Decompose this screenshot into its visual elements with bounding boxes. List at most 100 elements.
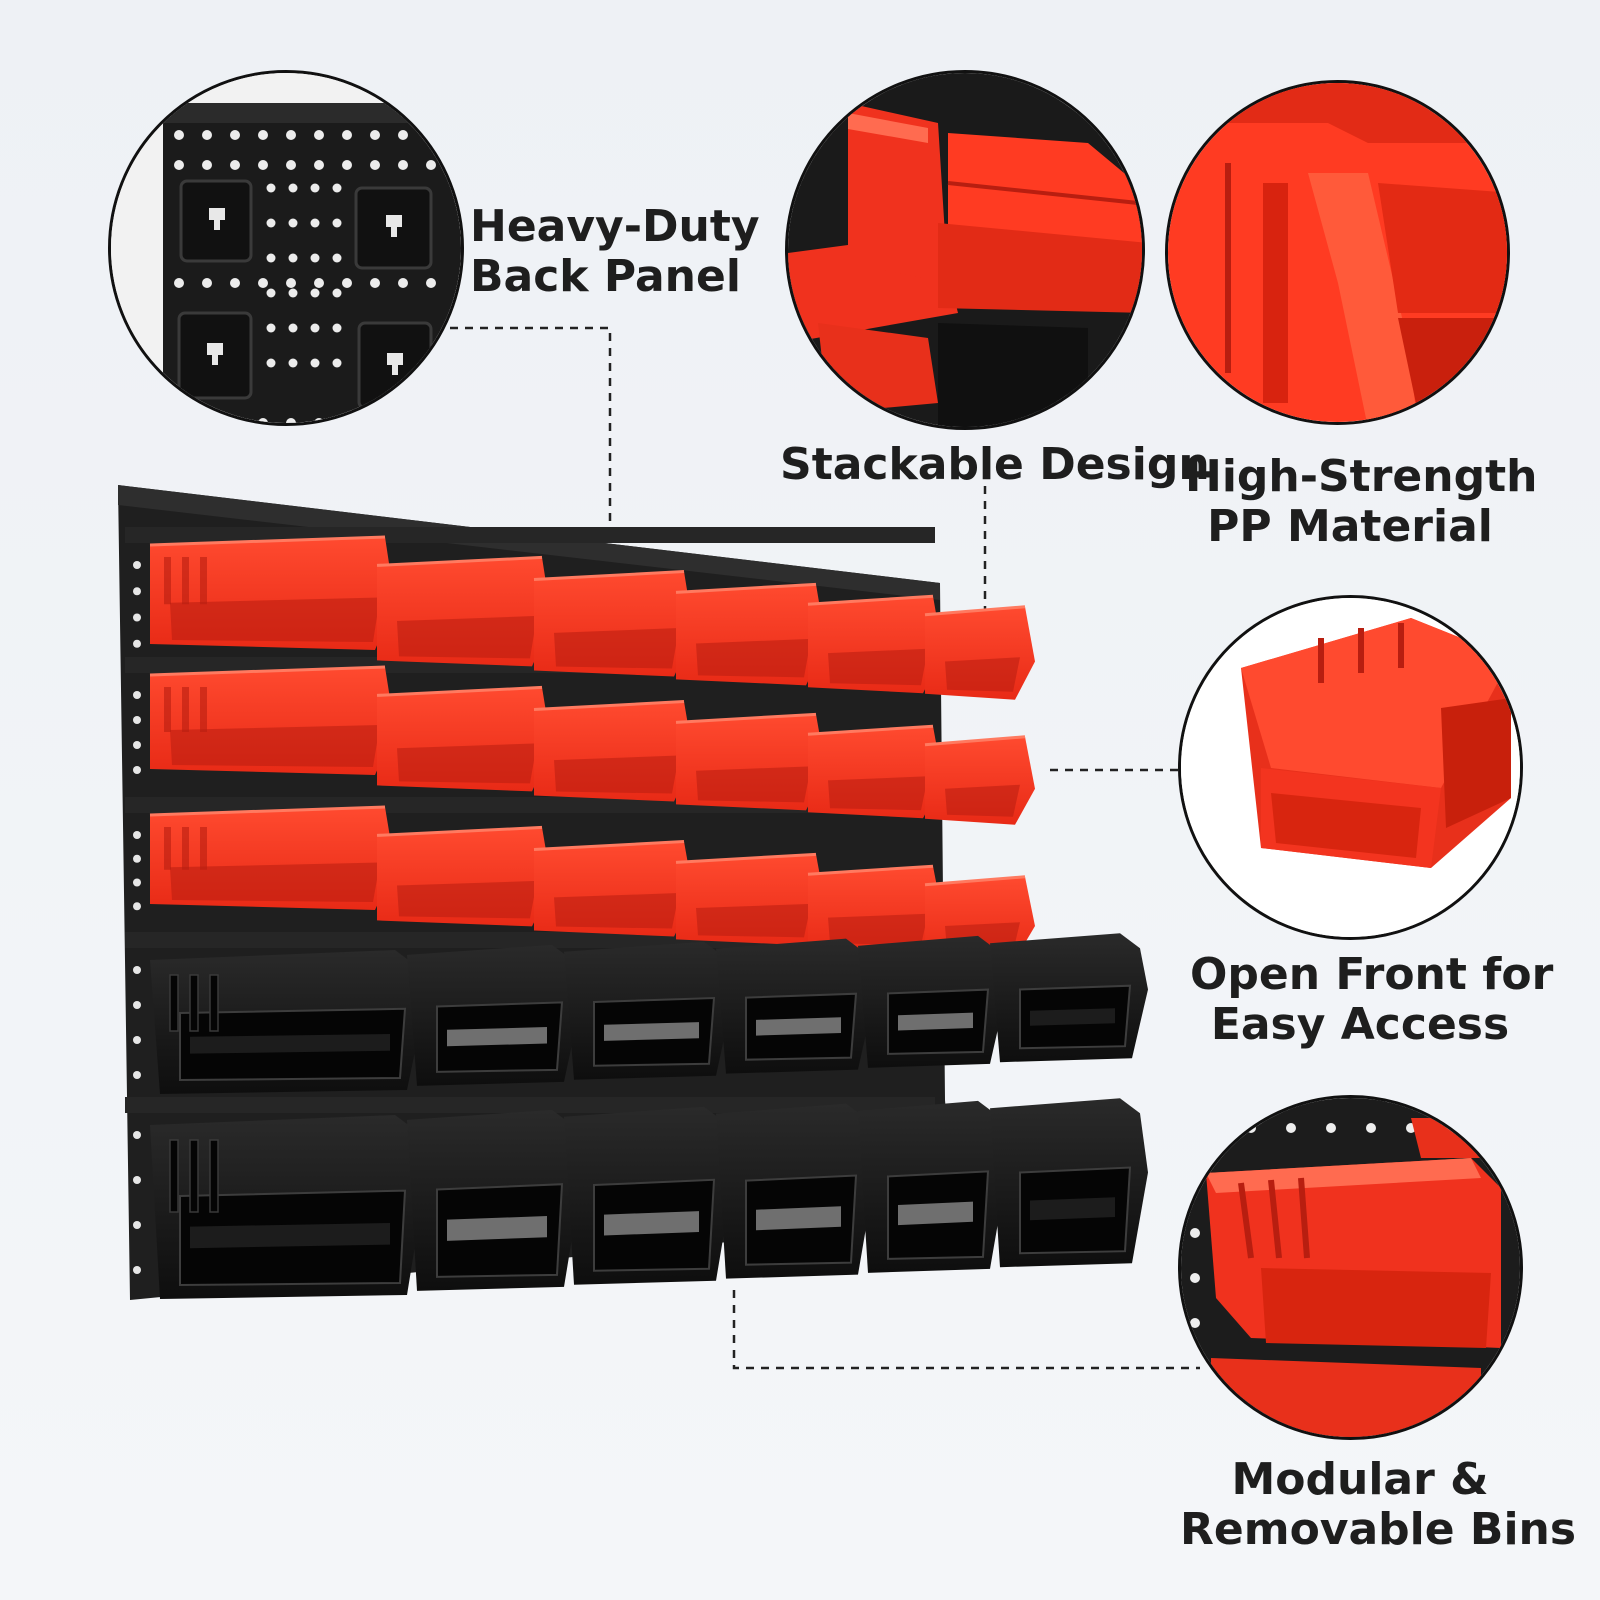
panel-hole bbox=[398, 418, 408, 423]
red-bin-front bbox=[170, 597, 380, 642]
red-bin bbox=[924, 605, 1035, 700]
red-bin-front bbox=[170, 725, 380, 767]
panel-hole bbox=[370, 418, 380, 423]
panel-hole bbox=[133, 1221, 141, 1229]
detail-circle-stackable bbox=[785, 70, 1145, 430]
black-bin-rib bbox=[169, 1139, 179, 1213]
panel-hole bbox=[230, 160, 240, 170]
black-bin bbox=[716, 1103, 874, 1279]
red-bin bbox=[149, 665, 395, 775]
detail-circle-modular bbox=[1178, 1095, 1523, 1440]
panel-hole bbox=[258, 130, 268, 140]
panel-hole bbox=[370, 278, 380, 288]
black-bin-label-window bbox=[756, 1017, 841, 1036]
label-open-front-line2: Easy Access bbox=[1210, 999, 1510, 1050]
panel-hole bbox=[310, 323, 320, 333]
black-bin-label-window bbox=[447, 1027, 547, 1047]
panel-hole bbox=[370, 160, 380, 170]
panel-hole bbox=[133, 831, 141, 839]
panel-hole bbox=[133, 1036, 141, 1044]
panel-hole bbox=[332, 218, 342, 228]
panel-hole bbox=[1246, 1123, 1256, 1133]
black-bin-label-window bbox=[604, 1211, 699, 1236]
panel-hole bbox=[1366, 1123, 1376, 1133]
black-bin-label-window bbox=[1030, 1008, 1115, 1026]
panel-hole bbox=[133, 1266, 141, 1274]
panel-hole bbox=[266, 253, 276, 263]
red-bin-rim bbox=[924, 875, 1026, 887]
detail-circle-back-panel bbox=[108, 70, 464, 426]
black-bin bbox=[407, 944, 580, 1086]
panel-hole bbox=[133, 966, 141, 974]
panel-hole bbox=[288, 253, 298, 263]
red-bin bbox=[807, 864, 943, 954]
red-bin bbox=[376, 555, 552, 667]
panel-hole bbox=[133, 691, 141, 699]
panel-hole bbox=[1286, 1123, 1296, 1133]
panel-hole bbox=[370, 130, 380, 140]
black-bin bbox=[407, 1109, 580, 1291]
panel-hole bbox=[133, 1001, 141, 1009]
red-bin-rim bbox=[149, 805, 386, 817]
red-bin-rib bbox=[182, 687, 189, 732]
black-bin-rib bbox=[189, 1139, 199, 1213]
red-bin-front bbox=[170, 862, 380, 902]
red-bin-front bbox=[397, 880, 537, 919]
red-bin-front bbox=[945, 784, 1020, 817]
panel-hole bbox=[288, 183, 298, 193]
red-bin-front bbox=[828, 776, 928, 811]
red-bin bbox=[149, 805, 395, 910]
panel-hole bbox=[202, 278, 212, 288]
black-bin-label-window bbox=[447, 1216, 547, 1241]
red-bin bbox=[149, 535, 395, 650]
red-bin-rim bbox=[675, 582, 817, 594]
panel-hole bbox=[332, 323, 342, 333]
panel-hole bbox=[133, 639, 141, 648]
label-stackable-line1: Stackable Design bbox=[780, 439, 1210, 490]
black-bin-label-window bbox=[190, 1223, 390, 1249]
panel-hole bbox=[332, 253, 342, 263]
red-bin-front bbox=[554, 893, 679, 929]
panel-hole bbox=[398, 278, 408, 288]
panel-hole bbox=[133, 1176, 141, 1184]
red-bin-rim bbox=[807, 864, 934, 876]
panel-hole bbox=[133, 561, 141, 569]
panel-hole bbox=[342, 160, 352, 170]
panel-hole bbox=[133, 613, 141, 622]
panel-hole bbox=[266, 288, 276, 298]
label-stackable: Stackable Design bbox=[780, 440, 1210, 490]
panel-hole bbox=[230, 278, 240, 288]
panel-hole bbox=[266, 358, 276, 368]
red-bin-rim bbox=[807, 594, 934, 606]
panel-hole bbox=[288, 323, 298, 333]
black-bin bbox=[150, 950, 423, 1094]
black-bin bbox=[858, 1100, 1006, 1273]
label-modular: Modular & Removable Bins bbox=[1180, 1455, 1576, 1555]
black-bin-label-window bbox=[604, 1022, 699, 1041]
red-bin-rib bbox=[164, 827, 171, 870]
panel-hole bbox=[133, 878, 141, 887]
panel-hole bbox=[133, 766, 141, 774]
panel-hole bbox=[1190, 1228, 1200, 1238]
panel-hole bbox=[332, 288, 342, 298]
panel-hole bbox=[310, 253, 320, 263]
red-bin bbox=[675, 712, 826, 811]
red-bin-front bbox=[554, 628, 679, 669]
panel-hole bbox=[310, 218, 320, 228]
red-bin-rib bbox=[164, 687, 171, 732]
red-bin-rim bbox=[376, 825, 543, 837]
red-bin-rim bbox=[533, 700, 685, 712]
detail-circle-material bbox=[1165, 80, 1510, 425]
panel-hole bbox=[1190, 1183, 1200, 1193]
label-open-front-line1: Open Front for bbox=[1190, 949, 1554, 1000]
panel-hole bbox=[202, 130, 212, 140]
panel-hole bbox=[286, 278, 296, 288]
black-bin-rib bbox=[169, 974, 179, 1032]
red-bin bbox=[675, 582, 826, 686]
red-bin-rib bbox=[200, 557, 207, 605]
red-bin bbox=[533, 700, 694, 802]
red-bin bbox=[924, 735, 1035, 825]
label-material-line1: High-Strength bbox=[1185, 451, 1538, 502]
panel-hole bbox=[398, 130, 408, 140]
